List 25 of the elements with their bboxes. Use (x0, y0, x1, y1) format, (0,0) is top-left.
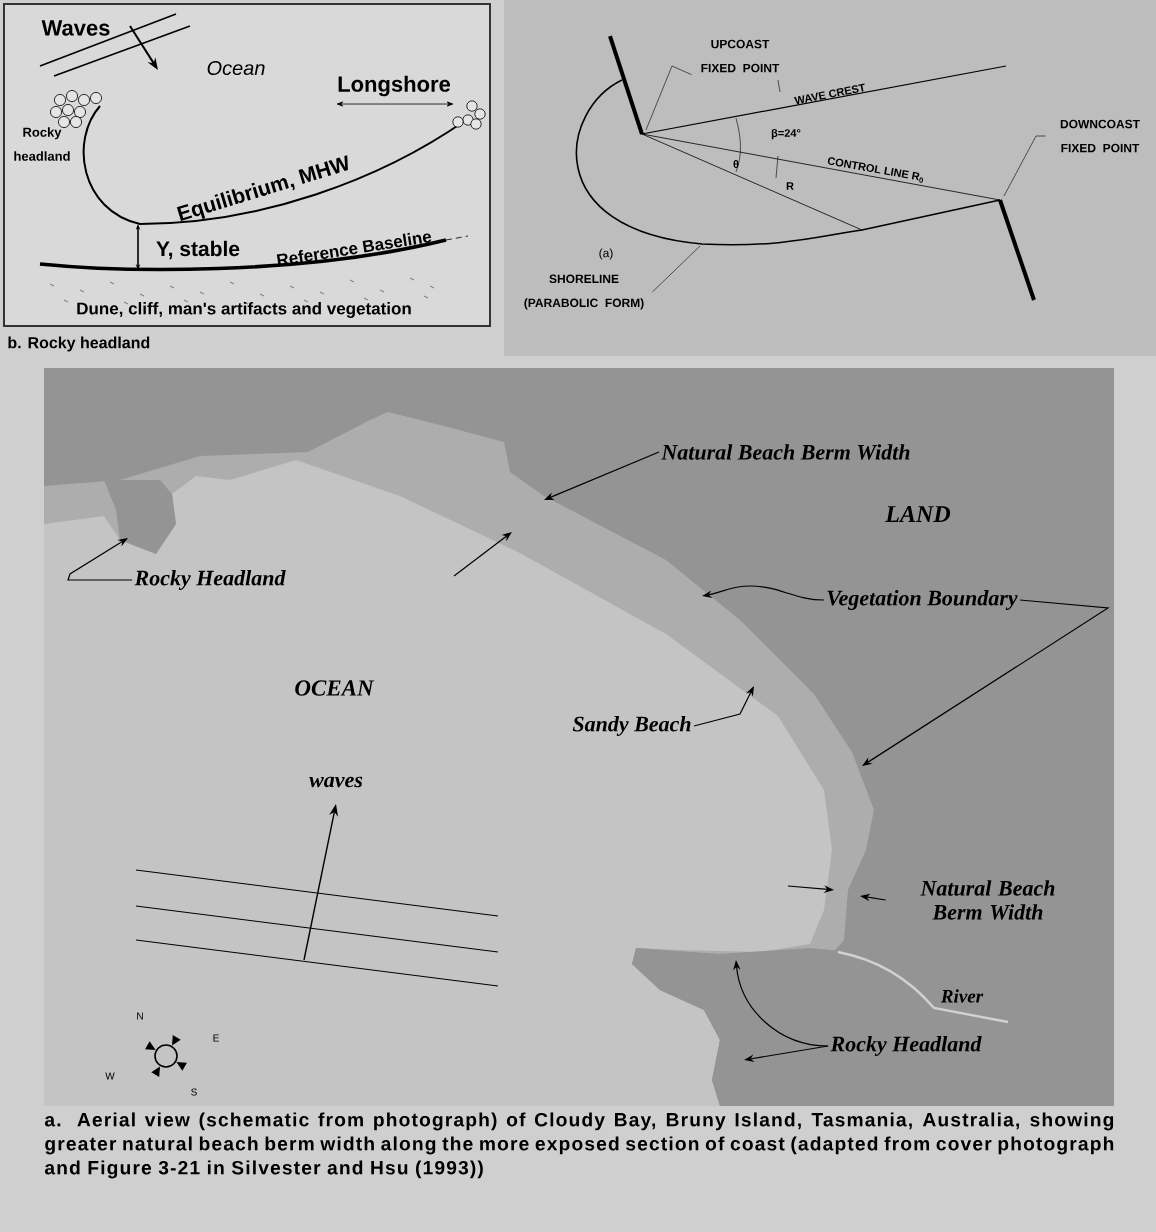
callout-label: Sandy Beach (572, 716, 691, 736)
callout-label: Vegetation Boundary (827, 590, 1018, 610)
part-label: Ocean (207, 60, 265, 76)
callout-label: Natural Beach Berm Width (661, 444, 910, 460)
part-label: Reference Baseline (276, 232, 432, 267)
part-label: Dune, cliff, man's artifacts and vegetation (77, 302, 411, 318)
callout-label: Rocky Headland (830, 1036, 982, 1056)
callout-label: Natural Beach Berm Width (920, 880, 1055, 920)
callout-label: Rocky Headland (134, 570, 286, 590)
part-label: b. Rocky headland (8, 336, 150, 352)
part-label: Waves (41, 20, 110, 36)
leader-line (652, 245, 701, 293)
part-label: Y, stable (156, 240, 240, 260)
caption: a. Aerial view (schematic from photograph) of Cloudy Bay, Bruny Island, Tasmania, Australia, showing greater natural beach berm width along the more exposed section of coast (adapted from cover photograph and Figure 3-21 in Silvester and Hsu (1993)) (44, 1112, 1114, 1179)
part-label: Longshore (338, 75, 451, 97)
part-label: River (940, 989, 984, 1003)
leader-line (693, 686, 754, 727)
leader-line (544, 451, 660, 500)
part-label: waves (309, 776, 363, 788)
leader-line (67, 538, 133, 581)
part-label: LAND (885, 506, 951, 522)
leader-line (862, 599, 1110, 766)
leader-line (645, 65, 692, 131)
part-label: OCEAN (295, 680, 375, 696)
leader-line (1003, 135, 1046, 197)
